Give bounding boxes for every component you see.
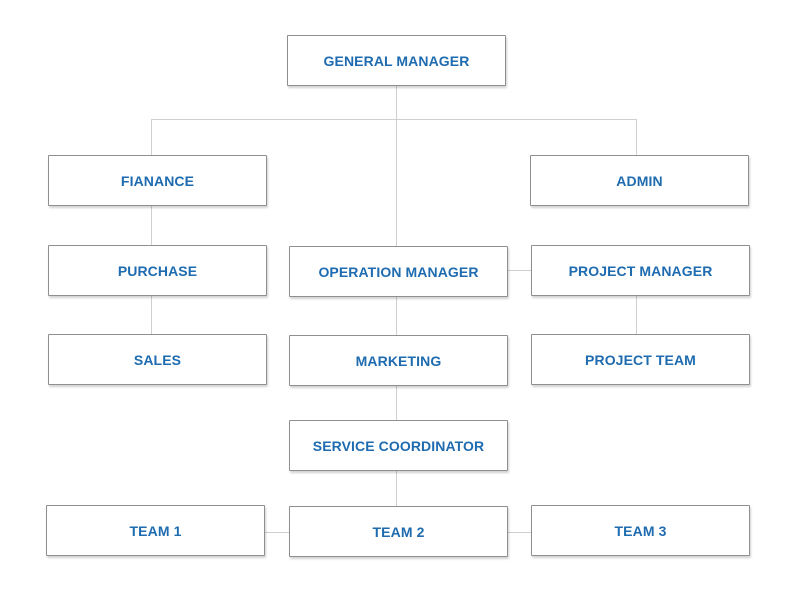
node-label: MARKETING — [355, 352, 442, 369]
node-label: TEAM 1 — [129, 522, 182, 539]
node-label: ADMIN — [616, 172, 663, 189]
node-purchase: PURCHASE — [48, 245, 267, 296]
node-marketing: MARKETING — [289, 335, 508, 386]
node-label: OPERATION MANAGER — [318, 263, 479, 280]
node-label: PROJECT MANAGER — [568, 262, 713, 279]
node-team2: TEAM 2 — [289, 506, 508, 557]
node-general-manager: GENERAL MANAGER — [287, 35, 506, 86]
node-label: PROJECT TEAM — [585, 351, 696, 368]
node-label: PURCHASE — [117, 262, 198, 279]
node-sales: SALES — [48, 334, 267, 385]
node-project-team: PROJECT TEAM — [531, 334, 750, 385]
node-team1: TEAM 1 — [46, 505, 265, 556]
node-label: SALES — [133, 351, 182, 368]
node-service-coordinator: SERVICE COORDINATOR — [289, 420, 508, 471]
node-label: FIANANCE — [120, 172, 195, 189]
node-team3: TEAM 3 — [531, 505, 750, 556]
node-admin: ADMIN — [530, 155, 749, 206]
node-label: TEAM 3 — [614, 522, 667, 539]
node-project-manager: PROJECT MANAGER — [531, 245, 750, 296]
node-label: GENERAL MANAGER — [323, 52, 470, 69]
node-label: SERVICE COORDINATOR — [312, 437, 485, 454]
node-operation-manager: OPERATION MANAGER — [289, 246, 508, 297]
node-finance: FIANANCE — [48, 155, 267, 206]
node-label: TEAM 2 — [372, 523, 425, 540]
